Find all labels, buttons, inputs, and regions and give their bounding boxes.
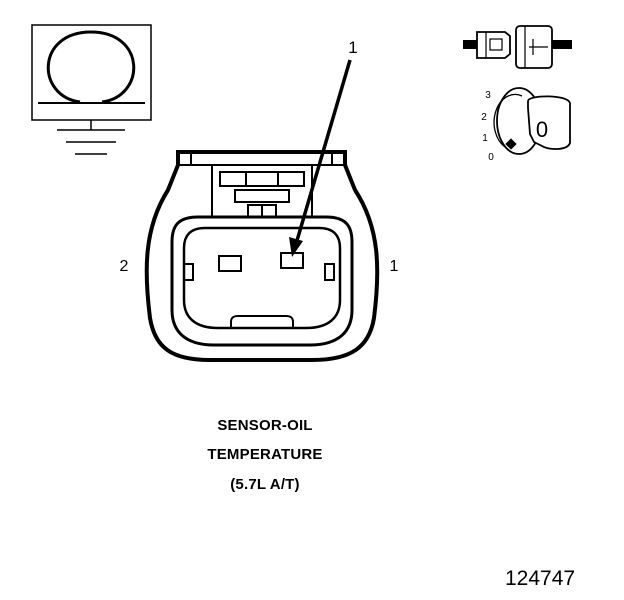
caption-line-1: SENSOR-OIL	[217, 417, 313, 434]
connector-body	[144, 150, 380, 362]
key-position-0: 0	[488, 152, 494, 163]
figure-number: 124747	[505, 567, 576, 590]
caption-line-2: TEMPERATURE	[207, 446, 323, 463]
callout-pointer-label: 1	[348, 38, 357, 57]
pointer-arrow	[289, 59, 352, 257]
caption-line-3: (5.7L A/T)	[230, 476, 300, 493]
ignition-key-icon	[493, 87, 571, 155]
ohm-resistor-symbol-icon	[31, 24, 152, 121]
key-position-2: 2	[481, 112, 487, 123]
ground-icon	[57, 120, 125, 155]
pin-2-label: 2	[120, 258, 129, 275]
pin-1-label: 1	[390, 258, 399, 275]
key-position-3: 3	[485, 90, 491, 101]
key-position-1: 1	[482, 133, 488, 144]
key-label: 0	[536, 117, 548, 142]
connector-pair-icon	[463, 25, 572, 69]
